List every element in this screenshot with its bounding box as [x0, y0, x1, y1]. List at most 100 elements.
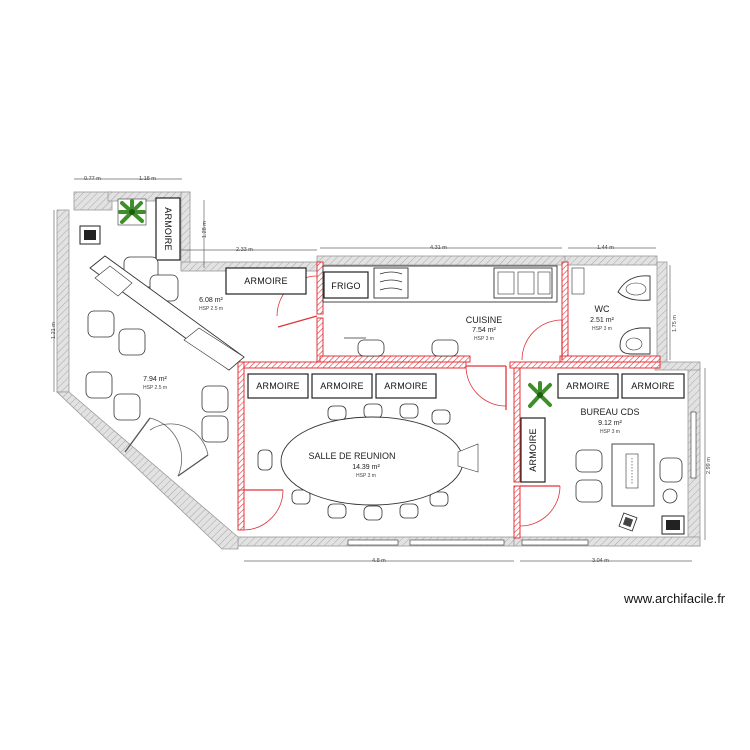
- chair: [327, 503, 347, 519]
- salle-furniture: ARMOIRE ARMOIRE ARMOIRE SALLE DE REUNION…: [247, 373, 479, 521]
- armoire-label: ARMOIRE: [631, 381, 674, 391]
- door-swing: [519, 485, 561, 527]
- dim-304: 3.04 m: [592, 558, 609, 564]
- bureau-hsp: HSP 3 m: [600, 429, 620, 435]
- wc-hsp: HSP 3 m: [592, 326, 612, 332]
- wall-alcove-right: [180, 191, 191, 271]
- dim-077: 0.77 m: [84, 176, 101, 182]
- wc-shelf: [571, 267, 585, 295]
- room-b-area: 7.94 m²: [143, 376, 167, 383]
- cuisine-furniture: FRIGO CUISINE 7.54 m² HSP 3 m: [322, 265, 558, 357]
- wall-left: [56, 209, 70, 393]
- partition-wc-left: [561, 261, 569, 363]
- printer-icon: [661, 515, 685, 535]
- dim-128: 1.28 m: [202, 221, 208, 238]
- room-b-hsp: HSP 2.5 m: [143, 385, 167, 391]
- wall-top-cuisine: [316, 255, 566, 266]
- bureau-name: BUREAU CDS: [580, 407, 639, 417]
- stool: [357, 339, 385, 357]
- armoire-label: ARMOIRE: [320, 381, 363, 391]
- armoire-salle-2: [311, 373, 373, 399]
- dim-48: 4.8 m: [372, 558, 386, 564]
- armoire-bureau-2: [621, 373, 685, 399]
- chair: [118, 328, 146, 356]
- partition-wc-bottom: [559, 355, 661, 363]
- chair: [87, 310, 115, 338]
- armoire-label: ARMOIRE: [384, 381, 427, 391]
- salle-area: 14.39 m²: [352, 464, 380, 471]
- window: [690, 411, 697, 479]
- dimension-lines: 0.77 m 1.18 m 1.28 m 1.21 m 2.33 m 4.31 …: [51, 176, 712, 564]
- partition-cuisine-bottom: [319, 355, 471, 363]
- cuisine-hsp: HSP 3 m: [474, 336, 494, 342]
- room-a-area: 6.08 m²: [199, 297, 223, 304]
- armoire-label: ARMOIRE: [163, 207, 173, 250]
- partition-salle-bureau-lower: [513, 485, 521, 539]
- bureau-area: 9.12 m²: [598, 420, 622, 427]
- chair: [575, 479, 603, 503]
- dim-118: 1.18 m: [139, 176, 156, 182]
- dim-144: 1.44 m: [597, 245, 614, 251]
- phone-icon: [618, 512, 638, 532]
- meeting-table: [280, 416, 464, 506]
- armoire-label: ARMOIRE: [566, 381, 609, 391]
- chair: [431, 409, 451, 425]
- chair: [201, 415, 229, 443]
- stool: [431, 339, 459, 357]
- partition-cuisine-left: [316, 317, 324, 363]
- partition-salle-bureau: [513, 361, 521, 483]
- armoire-label: ARMOIRE: [244, 276, 287, 286]
- chair: [363, 403, 383, 419]
- entrance-door-leaf: [177, 454, 209, 477]
- dim-233: 2.33 m: [236, 247, 253, 253]
- cuisine-name: CUISINE: [466, 315, 503, 325]
- kitchen-cabinet: [373, 267, 409, 299]
- interior-partitions: [237, 261, 661, 539]
- chair: [327, 405, 347, 421]
- projector-icon: [457, 443, 479, 473]
- window: [347, 539, 399, 546]
- partition-salle-top: [237, 361, 467, 369]
- salle-hsp: HSP 3 m: [356, 473, 376, 479]
- plant-icon: [117, 198, 147, 226]
- window: [521, 539, 589, 546]
- chair: [113, 393, 141, 421]
- wall-top-wc: [564, 255, 658, 266]
- long-table-end: [183, 327, 245, 371]
- chair: [201, 385, 229, 413]
- door-swing: [521, 319, 563, 361]
- watermark-link[interactable]: www.archifacile.fr: [624, 591, 726, 606]
- salle-name: SALLE DE REUNION: [308, 451, 395, 461]
- entrance-door-leaf: [124, 417, 151, 453]
- door-swing: [243, 489, 284, 531]
- door-swing: [465, 365, 507, 407]
- dim-431: 4.31 m: [430, 245, 447, 251]
- entrance-door-swing: [149, 417, 183, 477]
- chair: [429, 491, 449, 507]
- chair: [291, 489, 311, 505]
- chair: [399, 403, 419, 419]
- long-table-end: [94, 265, 133, 297]
- frigo: [323, 271, 369, 299]
- armoire-bureau-3: [520, 417, 546, 483]
- armoire-label: ARMOIRE: [528, 428, 538, 471]
- partition-bureau-top: [509, 361, 661, 369]
- partition-salle-left-lower: [237, 489, 245, 531]
- armoire-salle-3: [375, 373, 437, 399]
- chair: [575, 449, 603, 473]
- wc-furniture: WC 2.51 m² HSP 3 m: [571, 267, 651, 355]
- armoire-label: ARMOIRE: [256, 381, 299, 391]
- printer-icon: [79, 225, 101, 245]
- entrance-door-swing: [149, 423, 209, 456]
- dim-299: 2.99 m: [706, 457, 712, 474]
- wall-alcove-left-top: [73, 191, 113, 211]
- doors: [124, 275, 697, 546]
- dim-121: 1.21 m: [51, 322, 57, 339]
- alcove-furniture: ARMOIRE ARMOIRE 6.08 m² HSP 2.5 m 7.94 m…: [79, 197, 307, 443]
- plant-icon: [528, 381, 552, 408]
- wc-name: WC: [595, 304, 610, 314]
- door-leaf: [277, 315, 318, 328]
- partition-salle-left: [237, 361, 245, 491]
- wall-step: [654, 361, 701, 371]
